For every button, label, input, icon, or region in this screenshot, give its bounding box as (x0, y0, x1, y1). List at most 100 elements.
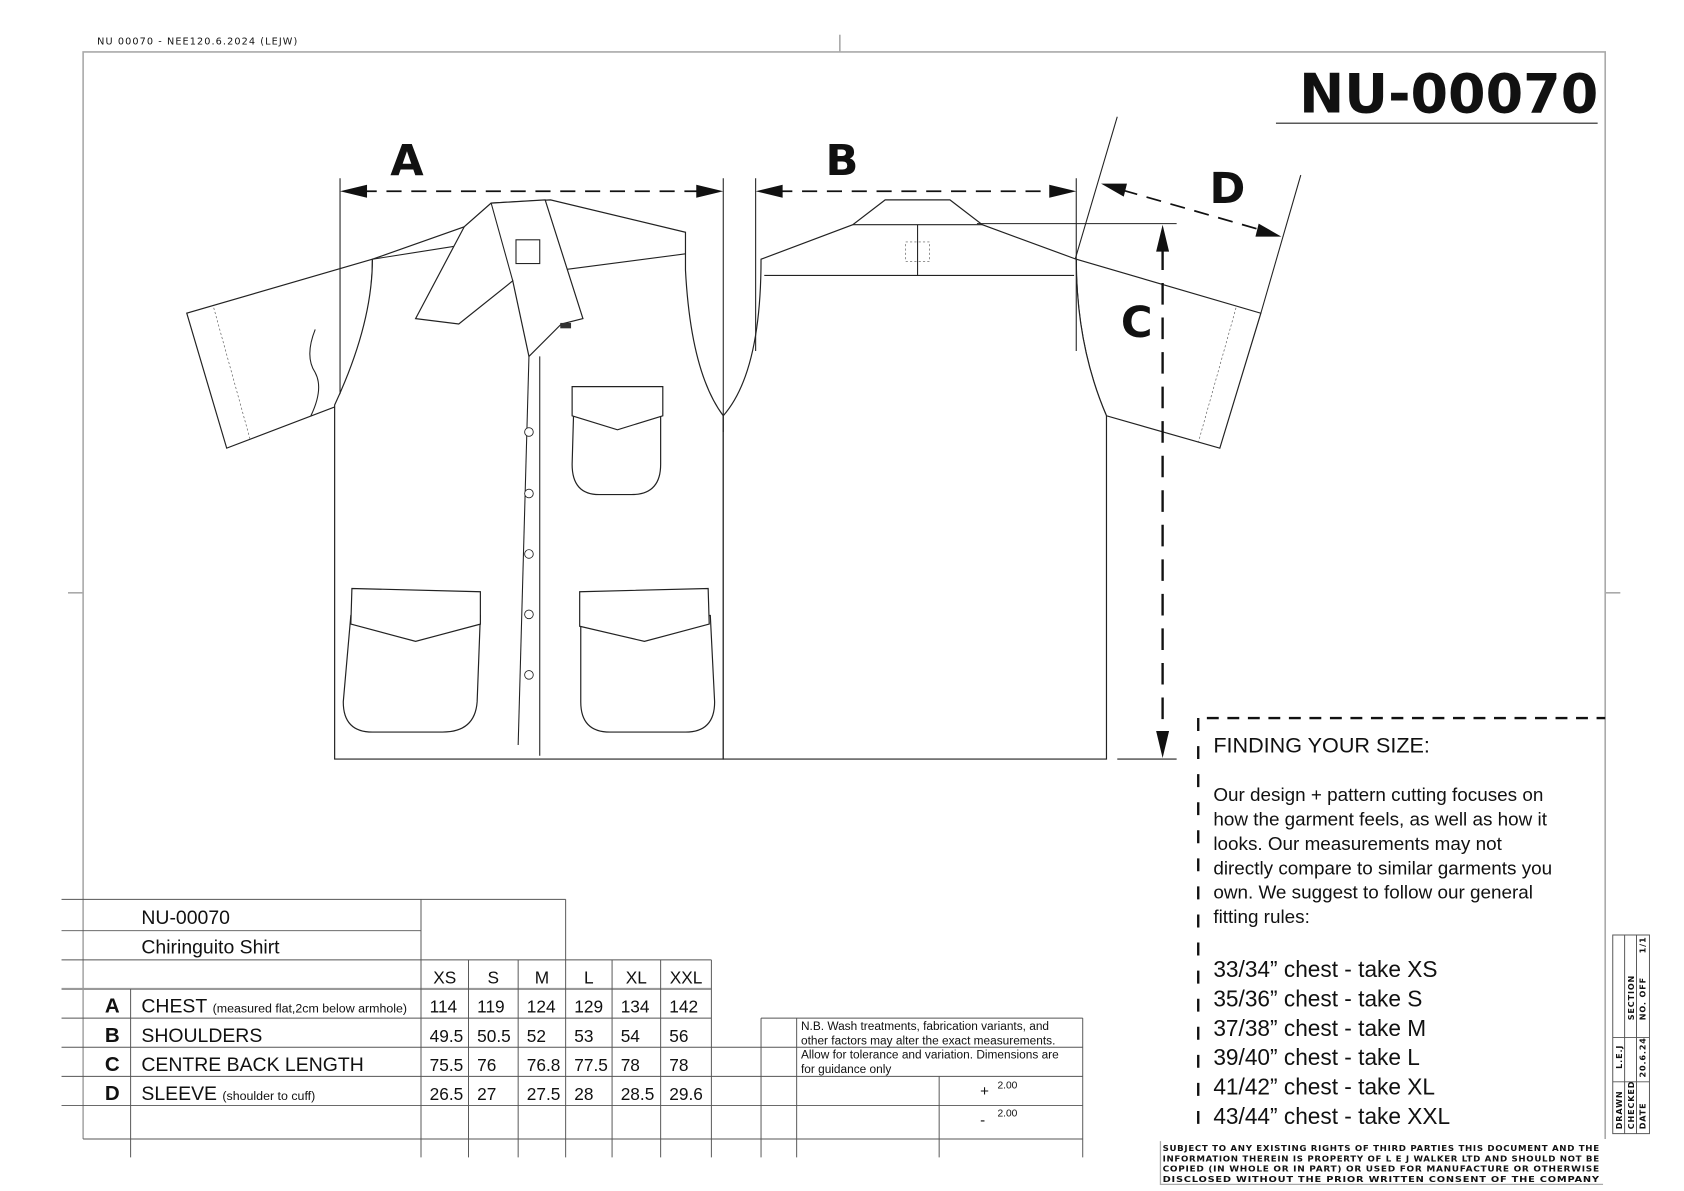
measurement-value: 50.5 (477, 1026, 511, 1046)
neck-label (515, 239, 541, 265)
shirt-front-drawing (186, 199, 1129, 760)
measurement-value: 28 (574, 1084, 593, 1104)
collar (414, 199, 584, 358)
drawn-value: L.E.J (1614, 1045, 1624, 1069)
note-line: Allow for tolerance and variation. Dimen… (801, 1048, 1059, 1062)
size-rule: 39/40” chest - take L (1213, 1044, 1420, 1070)
no-off-label: NO. OFF (1638, 977, 1648, 1020)
measurement-value: 26.5 (430, 1084, 464, 1104)
buttons (524, 427, 534, 680)
measurement-label-text: CHEST (141, 996, 207, 1018)
measurement-value: 49.5 (430, 1026, 464, 1046)
finding-size-body-line: looks. Our measurements may not (1213, 834, 1502, 855)
measurement-value: 52 (527, 1026, 546, 1046)
lower-right-pocket (580, 614, 716, 733)
finding-size-body-line: directly compare to similar garments you (1213, 858, 1552, 879)
legal-notice: SUBJECT TO ANY EXISTING RIGHTS OF THIRD … (1159, 1141, 1604, 1186)
date-value: 20.6.24 (1638, 1037, 1648, 1077)
measurement-value: 76 (477, 1055, 496, 1075)
measurement-label-text: SLEEVE (141, 1083, 217, 1105)
measurement-value: 53 (574, 1026, 593, 1046)
size-rule: 37/38” chest - take M (1213, 1015, 1426, 1041)
size-header-l: L (584, 968, 594, 988)
measurement-value: 77.5 (574, 1055, 608, 1075)
measurement-value: 56 (669, 1026, 688, 1046)
finding-size-body-line: how the garment feels, as well as how it (1213, 810, 1547, 831)
size-rule: 43/44” chest - take XXL (1213, 1103, 1450, 1129)
size-rule: 41/42” chest - take XL (1213, 1074, 1435, 1100)
no-off-value: 1/1 (1638, 937, 1648, 954)
measurement-label: SLEEVE(shoulder to cuff) (141, 1083, 315, 1105)
section-label: SECTION (1626, 975, 1636, 1020)
measurement-value: 29.6 (669, 1084, 703, 1104)
measurement-value: 124 (527, 997, 556, 1017)
measurement-value: 27 (477, 1084, 496, 1104)
measurement-value: 114 (430, 997, 458, 1017)
dimension-a: A (339, 136, 724, 432)
measurement-label: CENTRE BACK LENGTH (141, 1054, 363, 1076)
measurement-value: 119 (477, 997, 505, 1017)
tolerance-plus: 2.00 (997, 1080, 1017, 1091)
note-line: other factors may alter the exact measur… (801, 1033, 1055, 1047)
note-line: N.B. Wash treatments, fabrication varian… (801, 1019, 1049, 1033)
size-header-m: M (535, 968, 549, 988)
measurement-value: 27.5 (527, 1084, 561, 1104)
measurement-key: D (105, 1082, 120, 1105)
header-code: NU 00070 - NEE120.6.2024 (LEJW) (97, 36, 298, 47)
title-block: DRAWN CHECKED DATE L.E.J 20.6.24 SECTION… (1612, 934, 1650, 1135)
product-name: Chiringuito Shirt (141, 936, 280, 958)
size-header-xl: XL (626, 968, 648, 988)
finding-size-heading: FINDING YOUR SIZE: (1213, 733, 1430, 758)
measurement-value: 134 (621, 997, 650, 1017)
measurement-value: 76.8 (527, 1055, 561, 1075)
dimension-label-d: D (1209, 164, 1245, 214)
size-header-s: S (488, 968, 500, 988)
measurement-key: C (105, 1053, 120, 1076)
dimension-label-c: C (1121, 298, 1153, 348)
tolerance-minus-sign: - (980, 1112, 985, 1129)
measurement-label: CHEST (measured flat,2cm below armhole) (141, 996, 407, 1018)
note-line: for guidance only (801, 1062, 891, 1076)
date-label: DATE (1638, 1102, 1648, 1129)
back-body (722, 199, 1108, 760)
product-code: NU-00070 (141, 907, 230, 929)
dimension-d: D (1074, 116, 1302, 314)
legal-line: SUBJECT TO ANY EXISTING RIGHTS OF THIRD … (1163, 1143, 1600, 1153)
finding-size-body-line: fitting rules: (1213, 907, 1310, 928)
measurement-value: 78 (669, 1055, 688, 1075)
dimension-label-b: B (826, 136, 859, 186)
measurement-label: SHOULDERS (141, 1025, 262, 1047)
measurement-value: 142 (669, 997, 698, 1017)
measurement-note: (measured flat,2cm below armhole) (213, 1002, 407, 1016)
measurement-value: 28.5 (621, 1084, 655, 1104)
finding-your-size-box: FINDING YOUR SIZE: Our design + pattern … (1197, 716, 1606, 1134)
checked-label: CHECKED (1626, 1081, 1636, 1130)
tolerance-minus: 2.00 (997, 1108, 1017, 1119)
tolerance-plus-sign: + (980, 1083, 989, 1100)
size-header-xs: XS (433, 968, 456, 988)
finding-size-body-line: own. We suggest to follow our general (1213, 883, 1533, 904)
shirt-back-drawing (722, 199, 1262, 760)
size-rule: 33/34” chest - take XS (1213, 956, 1437, 982)
dimension-b: B (755, 136, 1077, 351)
finding-size-body-line: Our design + pattern cutting focuses on (1213, 785, 1543, 806)
dimension-label-a: A (390, 136, 424, 186)
legal-line: DISCLOSED WITHOUT THE PRIOR WRITTEN CONS… (1163, 1174, 1601, 1184)
drawing-frame (68, 34, 1621, 1140)
legal-line: COPIED (IN WHOLE OR IN PART) OR USED FOR… (1163, 1164, 1600, 1174)
measurement-key: A (105, 995, 120, 1018)
drawing-title: NU-00070 (1299, 62, 1598, 125)
size-rule: 35/36” chest - take S (1213, 985, 1422, 1011)
measurement-value: 75.5 (430, 1055, 464, 1075)
measurement-value: 78 (621, 1055, 640, 1075)
drawn-label: DRAWN (1614, 1090, 1624, 1129)
measurement-value: 129 (574, 997, 603, 1017)
lower-left-pocket (342, 614, 481, 733)
dimension-c: C (976, 223, 1177, 760)
measurement-key: B (105, 1024, 120, 1047)
size-header-xxl: XXL (670, 968, 703, 988)
tolerance-note: N.B. Wash treatments, fabrication varian… (801, 1019, 1059, 1129)
measurement-value: 54 (621, 1026, 641, 1046)
